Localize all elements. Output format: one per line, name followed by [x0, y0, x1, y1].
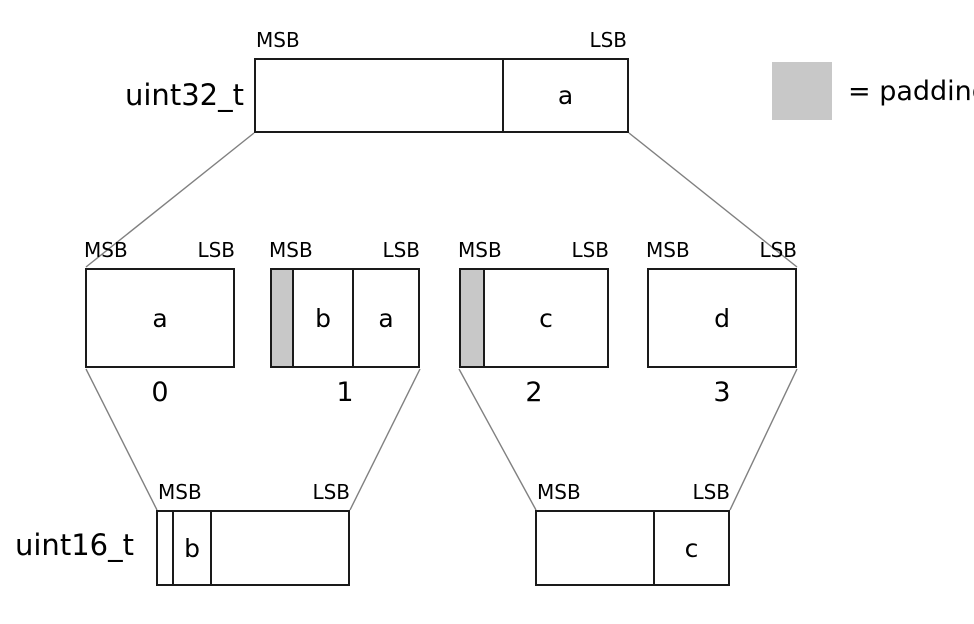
uint32-lsb-label: LSB: [589, 28, 627, 52]
uint32-type-label: uint32_t: [125, 78, 244, 112]
byte2-cell-c-label: c: [539, 303, 553, 333]
uint32-msb-label: MSB: [256, 28, 300, 52]
uint32-cell-empty: [256, 60, 502, 131]
uint16a-msb-label: MSB: [158, 480, 202, 504]
byte2-cell-c: c: [483, 270, 607, 366]
byte2-msb-label: MSB: [458, 238, 502, 262]
byte2-cell-padding: [461, 270, 483, 366]
byte-index-3: 3: [713, 377, 731, 408]
uint16a-cell-empty-right: [210, 512, 348, 584]
byte1-cell-b: b: [292, 270, 352, 366]
uint32-cell-a: a: [502, 60, 627, 131]
uint16b-cell-empty: [537, 512, 653, 584]
padding-swatch: [772, 62, 832, 120]
byte1-lsb-label: LSB: [382, 238, 420, 262]
byte-index-2: 2: [525, 377, 543, 408]
byte1-cell-a: a: [352, 270, 418, 366]
uint16a-cell-b: b: [172, 512, 210, 584]
byte0-msb-label: MSB: [84, 238, 128, 262]
byte-index-1: 1: [336, 377, 354, 408]
byte1-cell-padding: [272, 270, 292, 366]
uint32-cell-a-label: a: [557, 81, 574, 110]
byte3-box: d: [647, 268, 797, 368]
uint16b-lsb-label: LSB: [692, 480, 730, 504]
byte1-box: b a: [270, 268, 420, 368]
byte0-cell-a: a: [87, 270, 233, 366]
byte0-cell-a-label: a: [152, 303, 168, 333]
uint32-box: a: [254, 58, 629, 133]
uint16a-cell-b-label: b: [184, 533, 200, 563]
byte2-lsb-label: LSB: [571, 238, 609, 262]
uint16a-lsb-label: LSB: [312, 480, 350, 504]
byte1-msb-label: MSB: [269, 238, 313, 262]
byte3-cell-d-label: d: [714, 303, 730, 333]
uint16b-cell-c-label: c: [684, 533, 699, 563]
uint16a-cell-empty-left: [158, 512, 172, 584]
uint16b-cell-c: c: [653, 512, 728, 584]
uint16b-box: c: [535, 510, 730, 586]
uint16-type-label: uint16_t: [15, 528, 134, 562]
uint16a-box: b: [156, 510, 350, 586]
padding-legend-label: = padding: [848, 76, 974, 107]
byte0-lsb-label: LSB: [197, 238, 235, 262]
uint16b-msb-label: MSB: [537, 480, 581, 504]
byte1-cell-b-label: b: [315, 303, 331, 333]
byte3-cell-d: d: [649, 270, 795, 366]
byte0-box: a: [85, 268, 235, 368]
byte-index-0: 0: [151, 377, 169, 408]
byte3-msb-label: MSB: [646, 238, 690, 262]
byte3-lsb-label: LSB: [759, 238, 797, 262]
byte1-cell-a-label: a: [378, 303, 394, 333]
byte2-box: c: [459, 268, 609, 368]
